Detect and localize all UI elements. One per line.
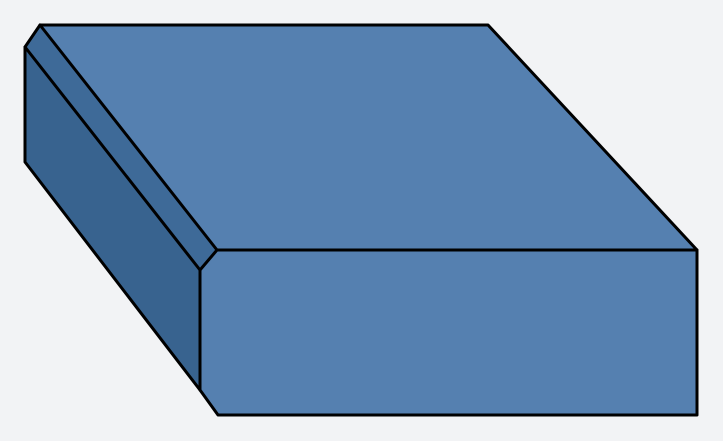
box-left-side-face xyxy=(25,47,200,390)
box-outline xyxy=(23,23,699,417)
bevel-top-edge xyxy=(38,23,219,252)
box-bevel-face xyxy=(25,25,217,270)
box-edges xyxy=(23,23,699,417)
box-front-face xyxy=(200,250,697,415)
bevel-bottom-edge xyxy=(23,45,202,272)
bevel-end-edge xyxy=(198,248,219,272)
box-top-face xyxy=(40,25,697,250)
